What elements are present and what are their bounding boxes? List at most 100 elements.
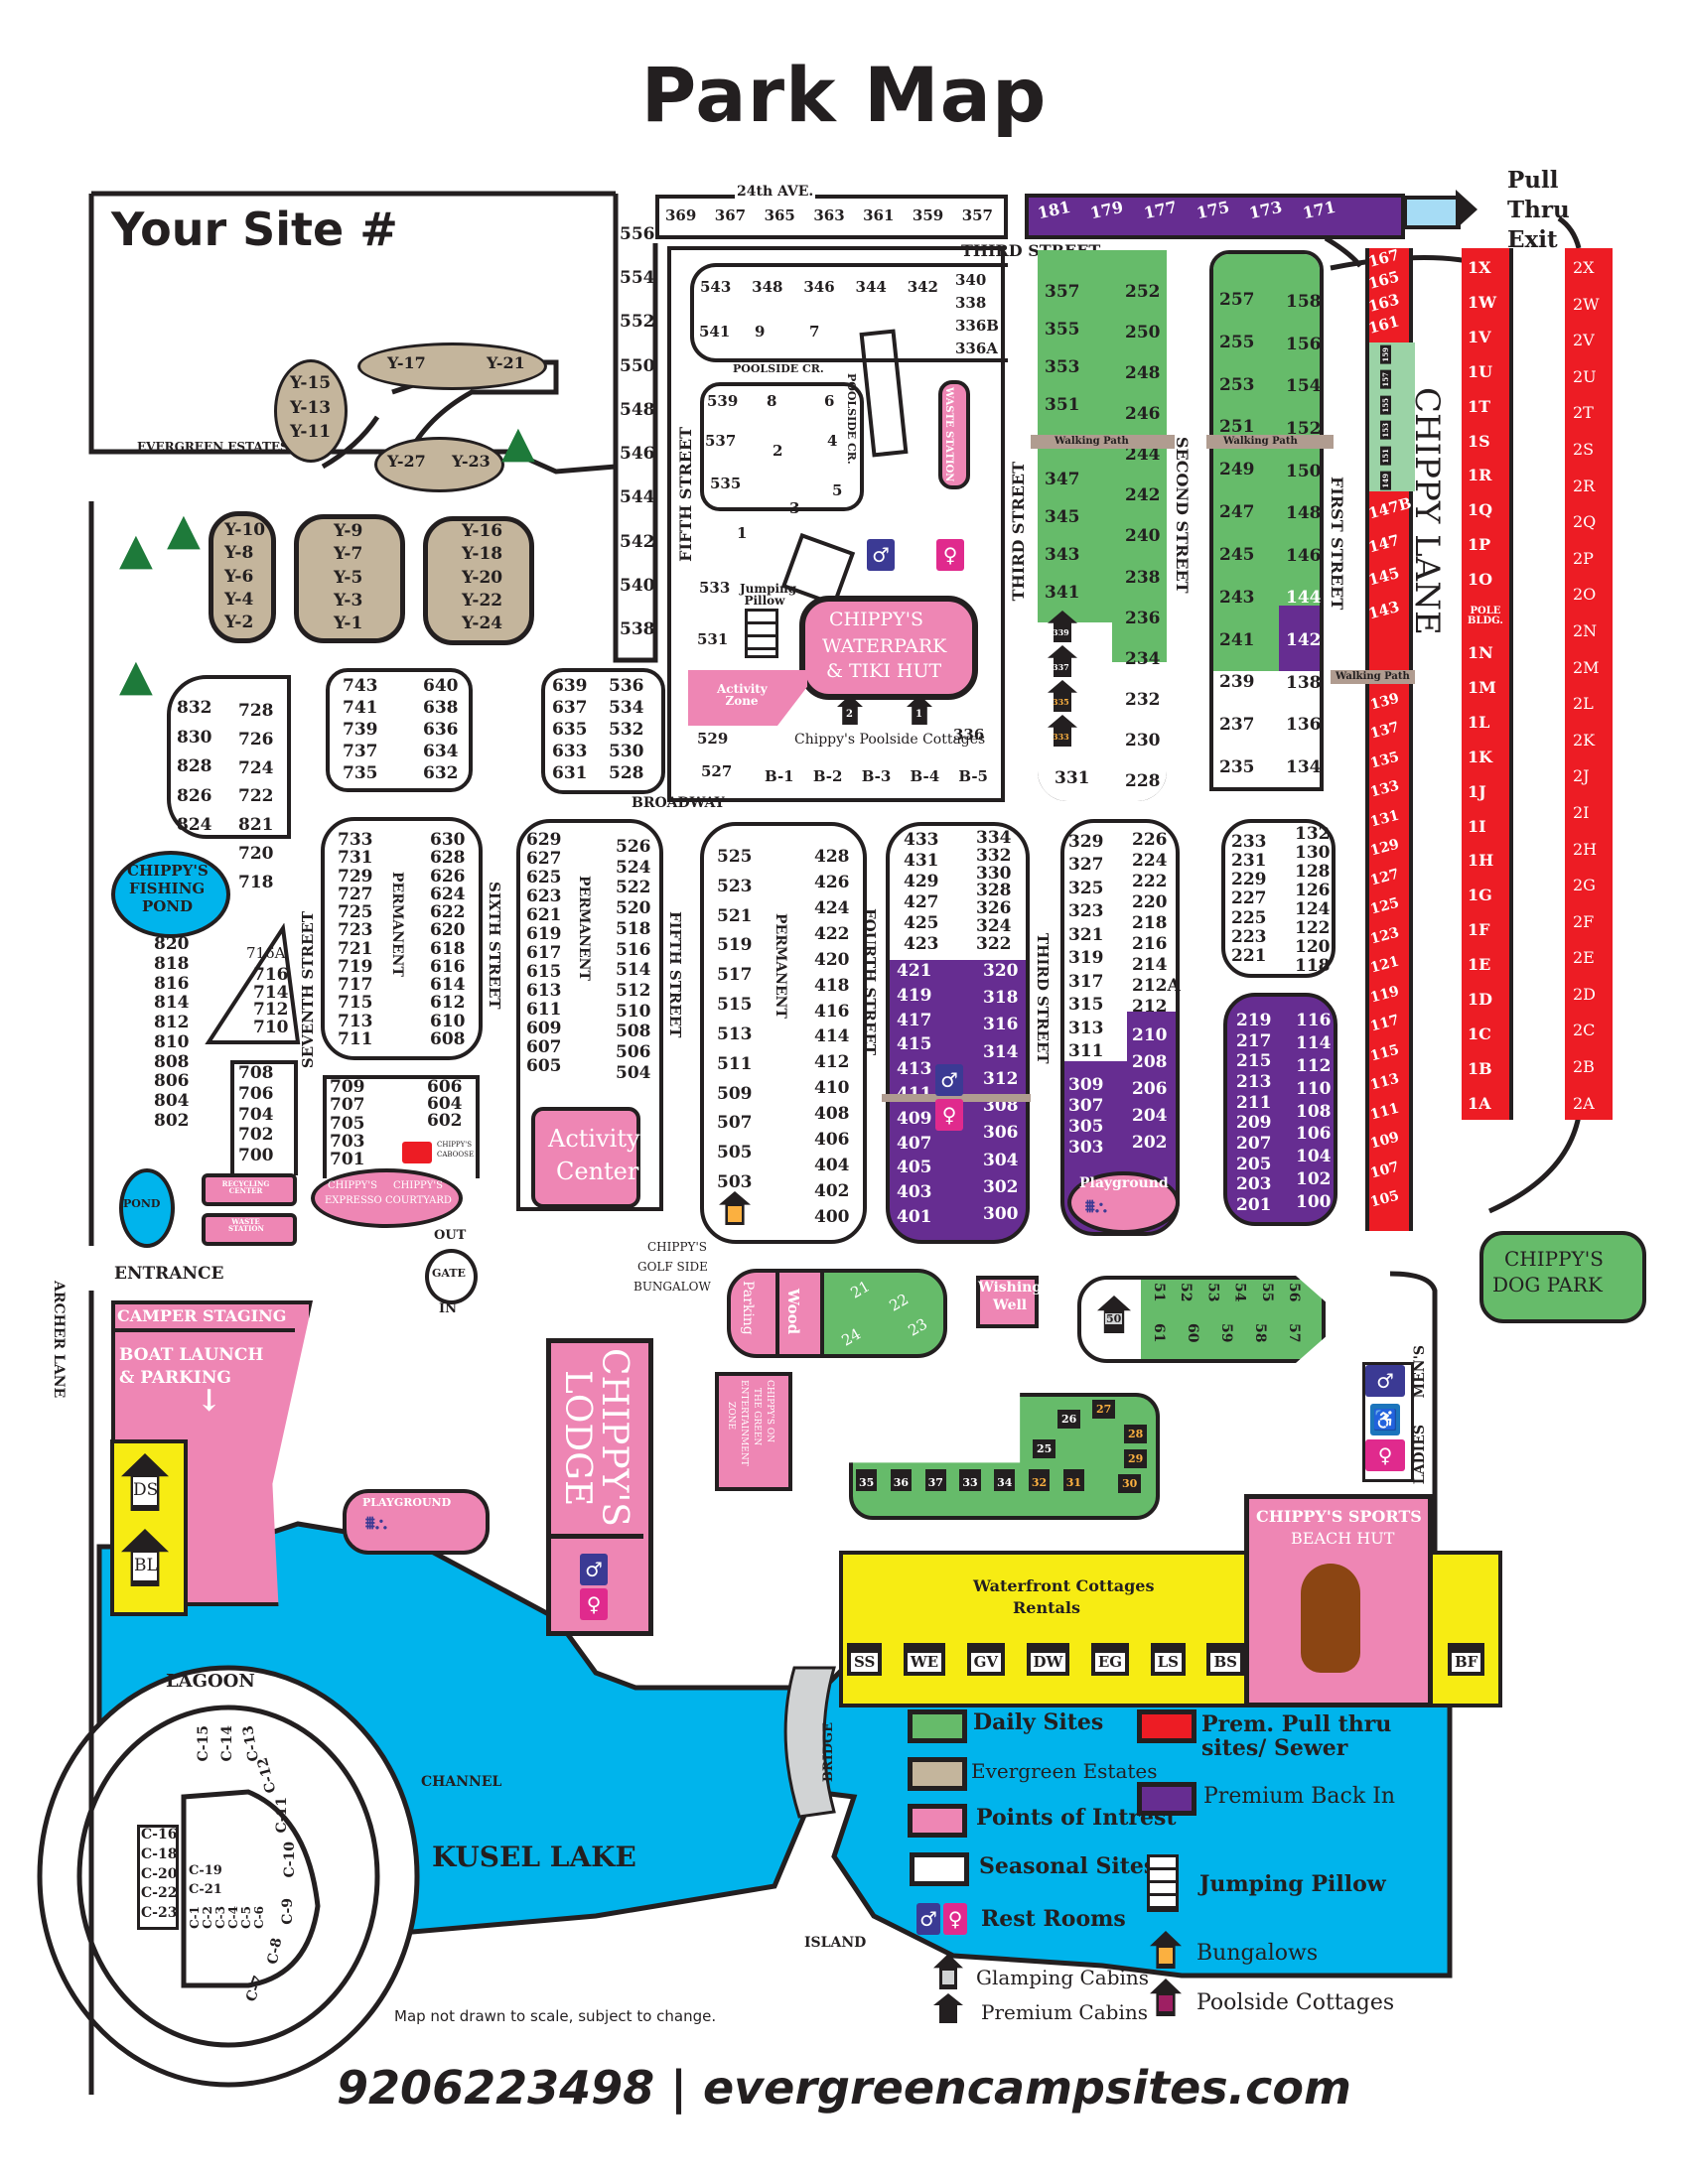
site-1f[interactable]: 1F [1468,920,1490,940]
site-1d[interactable]: 1D [1468,990,1493,1010]
site-237[interactable]: 237 [1219,715,1255,736]
site-112[interactable]: 112 [1296,1055,1332,1076]
site-365[interactable]: 365 [764,206,795,224]
site-336a[interactable]: 336A [955,340,998,357]
site-509[interactable]: 509 [717,1083,753,1104]
site-618[interactable]: 618 [430,938,466,959]
site-343[interactable]: 343 [1045,545,1080,566]
site-427[interactable]: 427 [904,892,939,912]
site-709[interactable]: 709 [330,1077,365,1097]
cottage-b4[interactable]: B-4 [910,767,940,785]
site-548[interactable]: 548 [620,399,655,420]
site-705[interactable]: 705 [330,1113,365,1134]
site-1s[interactable]: 1S [1468,431,1490,451]
cabin-28[interactable]: 28 [1124,1425,1148,1443]
site-536[interactable]: 536 [609,676,644,696]
site-115[interactable]: 115 [1368,1041,1401,1065]
site-51[interactable]: 51 [1151,1283,1167,1302]
site-6[interactable]: 6 [824,392,835,410]
recycling-center[interactable] [202,1173,297,1206]
site-119[interactable]: 119 [1368,983,1401,1007]
site-505[interactable]: 505 [717,1143,753,1163]
site-249[interactable]: 249 [1219,460,1255,480]
site-733[interactable]: 733 [338,830,373,850]
site-632[interactable]: 632 [423,763,459,783]
site-y18[interactable]: Y-18 [462,544,503,565]
site-704[interactable]: 704 [238,1104,274,1125]
cabin-155[interactable]: 155 [1380,395,1391,415]
site-242[interactable]: 242 [1125,485,1161,506]
site-512[interactable]: 512 [616,981,651,1002]
cabin-36[interactable]: 36 [890,1469,913,1491]
website-link[interactable]: evergreencampsites.com [702,2061,1351,2115]
site-218[interactable]: 218 [1132,913,1168,933]
site-1t[interactable]: 1T [1468,396,1491,416]
site-614[interactable]: 614 [430,975,466,996]
cabin-159[interactable]: 159 [1380,345,1391,364]
site-425[interactable]: 425 [904,913,939,933]
site-503[interactable]: 503 [717,1171,753,1192]
cottage-b3[interactable]: B-3 [861,767,892,785]
site-818[interactable]: 818 [154,953,190,974]
site-1o[interactable]: 1O [1468,570,1493,590]
site-826[interactable]: 826 [177,785,212,806]
site-543[interactable]: 543 [700,278,732,296]
site-535[interactable]: 535 [710,475,742,492]
site-604[interactable]: 604 [427,1094,463,1114]
site-154[interactable]: 154 [1286,376,1322,397]
site-217[interactable]: 217 [1236,1030,1272,1051]
site-525[interactable]: 525 [717,847,753,867]
site-518[interactable]: 518 [616,918,651,939]
site-240[interactable]: 240 [1125,526,1161,547]
cabin-35[interactable]: 35 [856,1469,878,1491]
site-251[interactable]: 251 [1219,417,1255,438]
site-814[interactable]: 814 [154,993,190,1014]
site-431[interactable]: 431 [904,851,939,871]
site-1u[interactable]: 1U [1468,361,1493,381]
site-2[interactable]: 2 [773,442,783,460]
site-415[interactable]: 415 [897,1034,932,1055]
site-226[interactable]: 226 [1132,830,1168,850]
site-181[interactable]: 181 [1036,197,1072,223]
site-130[interactable]: 130 [1295,843,1331,863]
site-2l[interactable]: 2L [1573,694,1594,714]
site-638[interactable]: 638 [423,698,459,718]
site-608[interactable]: 608 [430,1028,466,1049]
site-711[interactable]: 711 [338,1028,373,1049]
site-519[interactable]: 519 [717,935,753,956]
activity-center[interactable] [531,1107,640,1208]
site-640[interactable]: 640 [423,676,459,696]
chippys-fishing-pond[interactable] [111,851,230,938]
site-223[interactable]: 223 [1231,926,1267,947]
site-816[interactable]: 816 [154,973,190,994]
site-633[interactable]: 633 [552,742,588,761]
site-626[interactable]: 626 [430,866,466,887]
site-1[interactable]: 1 [737,524,748,542]
site-219[interactable]: 219 [1236,1011,1272,1030]
site-336b[interactable]: 336B [955,317,999,335]
site-250[interactable]: 250 [1125,323,1161,343]
site-y17[interactable]: Y-17 [387,353,426,372]
site-120[interactable]: 120 [1295,937,1331,957]
site-142[interactable]: 142 [1286,630,1322,650]
site-323[interactable]: 323 [1068,901,1104,922]
site-2j[interactable]: 2J [1573,766,1590,786]
site-c22[interactable]: C-22 [141,1885,178,1902]
site-56[interactable]: 56 [1285,1283,1302,1302]
site-508[interactable]: 508 [616,1022,651,1042]
site-714[interactable]: 714 [253,982,289,1003]
site-527[interactable]: 527 [701,762,733,780]
site-116[interactable]: 116 [1296,1011,1332,1030]
site-c10[interactable]: C-10 [282,1842,298,1878]
site-824[interactable]: 824 [177,815,212,835]
site-402[interactable]: 402 [814,1180,850,1201]
site-205[interactable]: 205 [1236,1154,1272,1174]
site-2i[interactable]: 2I [1573,802,1590,822]
site-741[interactable]: 741 [343,698,378,718]
site-329[interactable]: 329 [1068,832,1104,852]
site-213[interactable]: 213 [1236,1071,1272,1092]
site-611[interactable]: 611 [526,1000,562,1020]
chippys-expresso-courtyard[interactable] [311,1168,463,1228]
site-128[interactable]: 128 [1295,862,1331,882]
site-428[interactable]: 428 [814,847,850,867]
